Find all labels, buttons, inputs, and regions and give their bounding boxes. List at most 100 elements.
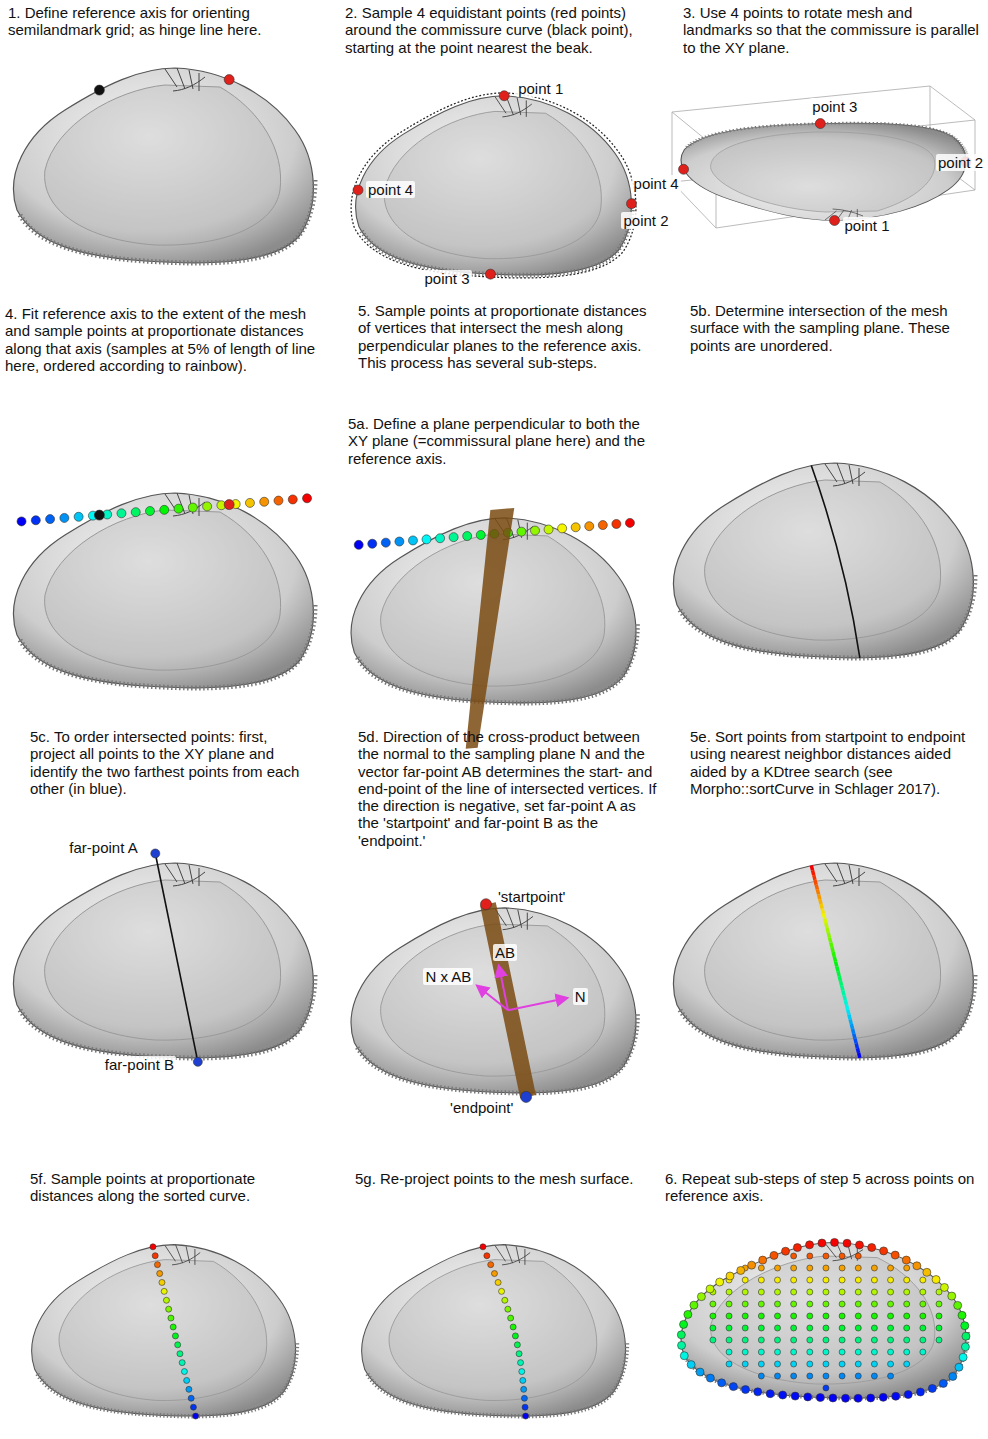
- semilandmark: [904, 1349, 910, 1355]
- semilandmark: [904, 1325, 910, 1331]
- axis-point: [46, 515, 55, 524]
- semilandmark: [888, 1337, 894, 1343]
- axis-point: [303, 494, 312, 503]
- point-label: N: [573, 988, 588, 1005]
- semilandmark: [697, 1293, 705, 1301]
- axis-point: [174, 504, 183, 513]
- point-label: 'startpoint': [496, 888, 567, 905]
- sample-point: [499, 91, 509, 101]
- semilandmark: [791, 1325, 797, 1331]
- semilandmark: [775, 1301, 781, 1307]
- sorted-curve: [816, 885, 817, 890]
- axis-point: [571, 523, 580, 532]
- axis-point: [188, 503, 197, 512]
- semilandmark: [519, 1369, 525, 1375]
- semilandmark: [166, 1306, 172, 1312]
- semilandmark: [710, 1325, 716, 1331]
- semilandmark: [940, 1283, 948, 1291]
- semilandmark: [775, 1337, 781, 1343]
- semilandmark: [823, 1337, 829, 1343]
- semilandmark: [913, 1262, 921, 1270]
- semilandmark: [936, 1337, 942, 1343]
- semilandmark: [742, 1349, 748, 1355]
- semilandmark: [193, 1413, 199, 1419]
- semilandmark: [955, 1363, 963, 1371]
- semilandmark: [791, 1253, 797, 1259]
- reference-point: [94, 510, 104, 520]
- semilandmark: [758, 1265, 764, 1271]
- sorted-curve: [842, 986, 843, 991]
- semilandmark: [690, 1301, 698, 1309]
- semilandmark: [855, 1265, 861, 1271]
- axis-point: [612, 519, 621, 528]
- semilandmark: [791, 1361, 797, 1367]
- sorted-curve: [827, 928, 828, 933]
- semilandmark: [839, 1253, 845, 1259]
- semilandmark: [823, 1265, 829, 1271]
- semilandmark: [766, 1390, 774, 1398]
- axis-point: [544, 525, 553, 534]
- semilandmark: [152, 1253, 158, 1259]
- semilandmark: [741, 1386, 749, 1394]
- semilandmark: [936, 1313, 942, 1319]
- semilandmark: [807, 1373, 813, 1379]
- sampling-plane: [466, 508, 515, 749]
- semilandmark: [729, 1383, 737, 1391]
- semilandmark: [172, 1333, 178, 1339]
- sample-point: [679, 164, 689, 174]
- axis-point: [585, 522, 594, 531]
- semilandmark: [188, 1395, 194, 1401]
- semilandmark: [775, 1361, 781, 1367]
- semilandmark: [710, 1301, 716, 1307]
- semilandmark: [499, 1288, 505, 1294]
- semilandmark: [816, 1394, 824, 1402]
- semilandmark: [710, 1337, 716, 1343]
- semilandmark: [839, 1373, 845, 1379]
- semilandmark: [879, 1393, 887, 1401]
- semilandmark: [758, 1349, 764, 1355]
- point-label: point 3: [422, 270, 471, 287]
- semilandmark: [904, 1361, 910, 1367]
- semilandmark: [791, 1392, 799, 1400]
- semilandmark: [823, 1361, 829, 1367]
- step-caption: 5e. Sort points from startpoint to endpo…: [690, 728, 980, 797]
- semilandmark: [902, 1256, 910, 1264]
- semilandmark: [823, 1385, 829, 1391]
- axis-point: [117, 509, 126, 518]
- semilandmark: [871, 1301, 877, 1307]
- sorted-curve: [831, 942, 832, 947]
- semilandmark: [855, 1325, 861, 1331]
- point-label: point 3: [810, 98, 859, 115]
- semilandmark: [904, 1301, 910, 1307]
- semilandmark: [888, 1349, 894, 1355]
- semilandmark: [823, 1349, 829, 1355]
- semilandmark: [871, 1337, 877, 1343]
- semilandmark: [508, 1315, 514, 1321]
- sorted-curve: [854, 1034, 855, 1039]
- axis-point: [422, 535, 431, 544]
- semilandmark: [839, 1265, 845, 1271]
- semilandmark: [678, 1341, 686, 1349]
- semilandmark: [177, 1351, 183, 1357]
- semilandmark: [759, 1256, 767, 1264]
- semilandmark: [920, 1349, 926, 1355]
- point-label: point 1: [516, 80, 565, 97]
- axis-point: [60, 513, 69, 522]
- semilandmark: [677, 1331, 685, 1339]
- intersection-curve: [811, 465, 860, 657]
- semilandmark: [904, 1265, 910, 1271]
- semilandmark: [871, 1349, 877, 1355]
- semilandmark: [888, 1361, 894, 1367]
- semilandmark: [521, 1395, 527, 1401]
- semilandmark: [748, 1261, 756, 1269]
- sample-point: [485, 269, 495, 279]
- semilandmark: [184, 1377, 190, 1383]
- vector-arrow: [477, 986, 508, 1010]
- semilandmark: [871, 1265, 877, 1271]
- axis-point: [368, 539, 377, 548]
- semilandmark: [855, 1349, 861, 1355]
- semilandmark: [742, 1289, 748, 1295]
- semilandmark: [871, 1313, 877, 1319]
- semilandmark: [855, 1373, 861, 1379]
- semilandmark: [962, 1332, 970, 1340]
